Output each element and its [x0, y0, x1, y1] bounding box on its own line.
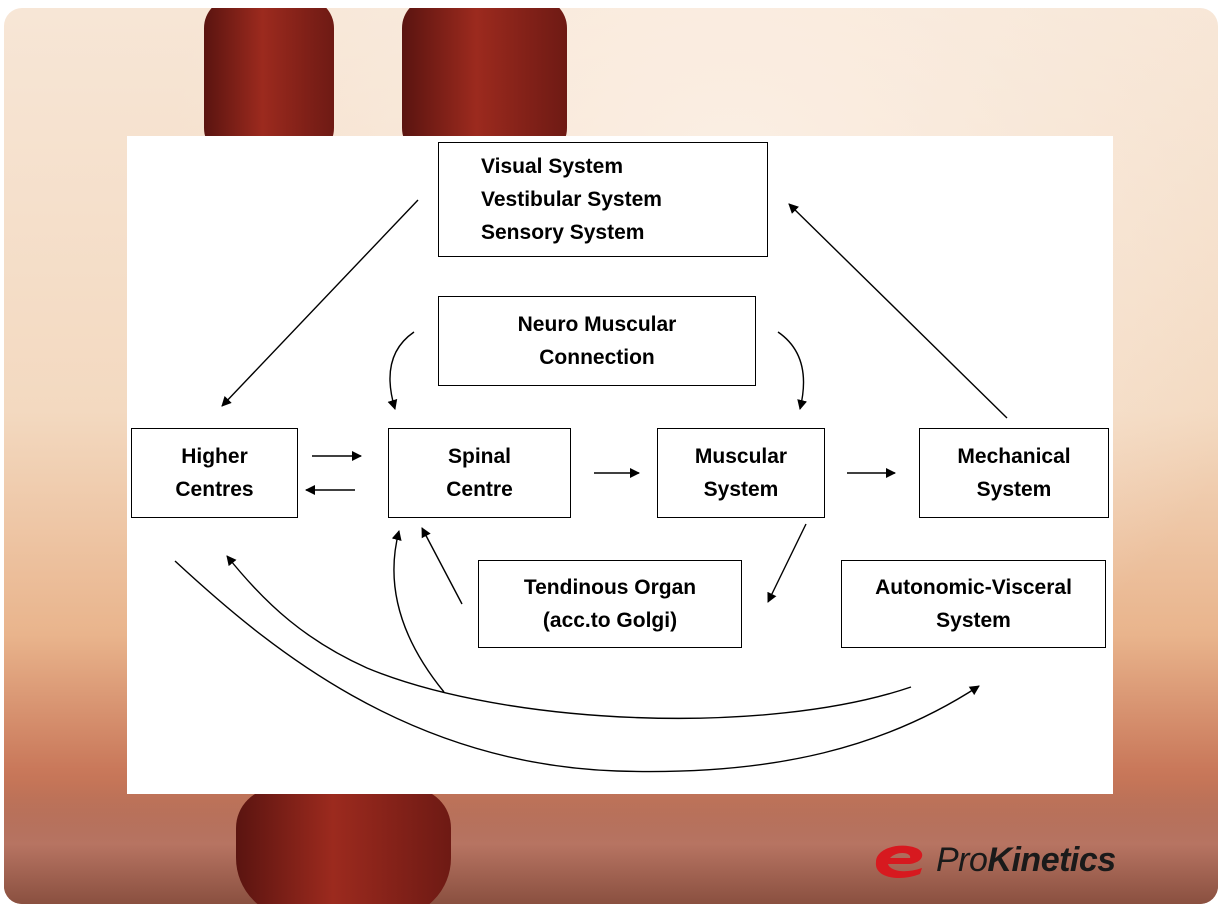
arrow-neuro-to-muscular [777, 331, 807, 410]
label-tendinous-line-1: Tendinous Organ [523, 576, 697, 599]
arrow-higher-to-autonomic [174, 560, 980, 773]
label-higher-line-1: Higher [181, 445, 248, 468]
label-higher-line-2: Centres [175, 478, 254, 501]
box-spinal-centre: Spinal Centre [388, 428, 571, 518]
logo-word-kinetics: Kinetics [987, 840, 1116, 879]
box-sensory-systems: Visual System Vestibular System Sensory … [438, 142, 768, 257]
label-visual-system: Visual System [481, 155, 624, 178]
arrow-mechanical-to-sensory [788, 203, 1008, 419]
logo-wordmark: ProKinetics [936, 841, 1116, 880]
background-leg-right [402, 8, 567, 158]
arrow-autonomic-to-higher [226, 555, 912, 720]
background-ground [4, 784, 1218, 904]
arrow-return-to-spinal [391, 530, 445, 693]
box-autonomic-visceral-system: Autonomic-Visceral System [841, 560, 1106, 648]
prokinetics-logo-mark-icon [875, 845, 923, 878]
label-sensory-system: Sensory System [481, 221, 645, 244]
box-muscular-system: Muscular System [657, 428, 825, 518]
label-mechanical-line-1: Mechanical [957, 445, 1071, 468]
diagram-panel: Visual System Vestibular System Sensory … [127, 136, 1113, 794]
arrow-tendinous-to-spinal [421, 527, 463, 605]
label-neuro-line-2: Connection [539, 346, 655, 369]
box-higher-centres: Higher Centres [131, 428, 298, 518]
label-tendinous-line-2: (acc.to Golgi) [542, 609, 678, 632]
box-mechanical-system: Mechanical System [919, 428, 1109, 518]
arrow-neuro-to-spinal [387, 331, 415, 410]
label-autonomic-line-1: Autonomic-Visceral [875, 576, 1072, 599]
diagram-connectors [174, 199, 1008, 773]
background-leg-left [204, 8, 334, 158]
logo-word-pro: Pro [936, 840, 988, 879]
prokinetics-logo: ProKinetics [870, 838, 1116, 882]
background-foot [236, 788, 451, 904]
label-spinal-line-2: Centre [446, 478, 513, 501]
box-neuro-muscular-connection: Neuro Muscular Connection [438, 296, 756, 386]
label-mechanical-line-2: System [976, 478, 1052, 501]
box-tendinous-organ: Tendinous Organ (acc.to Golgi) [478, 560, 742, 648]
label-vestibular-system: Vestibular System [481, 188, 662, 211]
label-muscular-line-2: System [703, 478, 779, 501]
label-muscular-line-1: Muscular [694, 445, 788, 468]
label-neuro-line-1: Neuro Muscular [517, 313, 677, 336]
arrow-sensory-to-higher [221, 199, 419, 407]
arrow-muscular-to-tendinous [767, 523, 807, 603]
label-spinal-line-1: Spinal [447, 445, 511, 468]
label-autonomic-line-2: System [936, 609, 1011, 632]
